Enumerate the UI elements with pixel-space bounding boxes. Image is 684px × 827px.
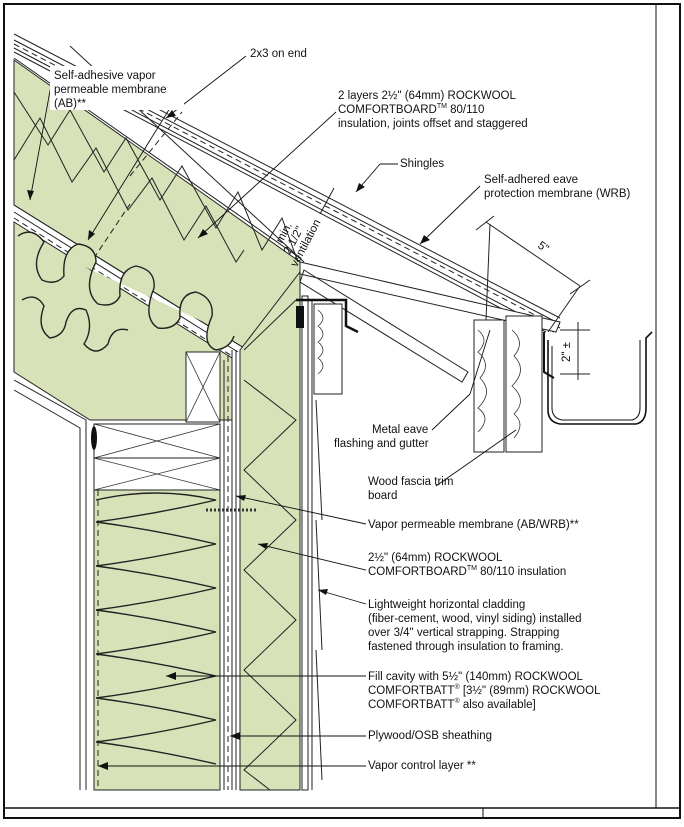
label-sheathing: Plywood/OSB sheathing	[368, 730, 492, 742]
leader-lines	[27, 55, 517, 770]
arrow-fill-cavity	[166, 672, 176, 680]
label-two-layers-2: COMFORTBOARDTM 80/110	[338, 103, 484, 116]
wall-insulation-corner	[243, 299, 297, 351]
arrow-cladding	[318, 589, 328, 595]
roof-vapor-control-line	[13, 217, 233, 357]
leader-fascia	[435, 429, 517, 487]
interior-drywall-inner	[13, 389, 81, 790]
eave-membrane-label-bg	[482, 172, 632, 200]
roof-insulation-pattern	[13, 91, 299, 263]
metal-eave-flashing	[299, 269, 469, 383]
label-comfortboard-wall-2: COMFORTBOARDTM 80/110 insulation	[368, 565, 566, 578]
fascia-board-1	[473, 319, 505, 453]
arrow-vapor-wrb	[236, 495, 246, 501]
cladding-lap-1	[315, 399, 323, 521]
gutter-hanger	[543, 332, 555, 379]
arrow-eave-membrane	[420, 235, 430, 244]
plate2-x2	[93, 457, 221, 491]
leader-vapor-wrb	[235, 495, 367, 525]
label-cladding-2: (fiber-cement, wood, vinyl siding) insta…	[368, 613, 581, 625]
dim-2-text: 2" ±	[561, 342, 573, 362]
label-cladding-1: Lightweight horizontal cladding	[368, 599, 525, 611]
label-shingles: Shingles	[400, 158, 444, 170]
dim-5-ext-a	[485, 223, 491, 321]
arrow-vapor-top-b	[88, 230, 95, 240]
label-metal-eave-2: flashing and gutter	[334, 438, 429, 450]
top-plate-x2	[185, 351, 221, 423]
eave-assembly	[296, 261, 653, 453]
label-vapor-control: Vapor control layer **	[368, 760, 476, 772]
cladding-lap-3	[315, 649, 323, 781]
fascia-board-2	[505, 315, 543, 453]
leader-vapor-top-a	[29, 79, 53, 201]
roof-batt-region	[13, 221, 233, 421]
eave-deck	[299, 261, 561, 333]
soffit-blocking	[313, 303, 343, 395]
vertical-strapping	[301, 295, 309, 791]
label-fascia-1: Wood fascia trim	[368, 476, 453, 488]
dim-5-ext-b	[547, 285, 581, 333]
interior-drywall	[13, 379, 87, 790]
callouts: Self-adhesive vapor permeable membrane (…	[50, 48, 632, 772]
label-eave-membrane-1: Self-adhered eave	[484, 174, 578, 186]
label-fill-cavity-3: COMFORTBATT® also available]	[368, 697, 536, 711]
label-vapor-wrb: Vapor permeable membrane (AB/WRB)**	[368, 519, 579, 531]
label-cladding-4: fastened through insulation to framing.	[368, 641, 564, 653]
cladding-lap-2	[315, 519, 323, 651]
label-comfortboard-wall-1: 2½" (64mm) ROCKWOOL	[368, 552, 503, 564]
label-metal-eave-1: Metal eave	[372, 424, 428, 436]
roof-insulation-pattern-2	[13, 116, 245, 263]
roof-strapping-dash	[129, 111, 183, 177]
arrow-sheathing	[230, 732, 240, 740]
wall-assembly	[13, 270, 323, 791]
label-2x3: 2x3 on end	[250, 48, 307, 60]
dim-5-text: 5"	[535, 240, 550, 256]
leader-vapor-top-b	[87, 91, 181, 241]
arrow-shingles	[356, 183, 365, 192]
soffit-grain	[317, 309, 324, 375]
leader-two-layers	[197, 111, 337, 239]
leader-metal-eave-2	[469, 329, 491, 395]
strapping-end	[296, 306, 304, 328]
label-eave-membrane-2: protection membrane (WRB)	[484, 188, 631, 200]
vapor-top-label-bg	[50, 66, 184, 110]
plate1-x2	[93, 423, 221, 459]
label-vapor-top-3: (AB)**	[54, 98, 86, 110]
wall-comfortboard-insulation	[239, 270, 301, 791]
label-two-layers-1: 2 layers 2½" (64mm) ROCKWOOL	[338, 90, 517, 102]
arrow-2x3	[166, 110, 176, 118]
fascia-grain-2	[511, 329, 521, 439]
arrow-two-layers	[198, 229, 208, 238]
drip-edge	[296, 298, 359, 334]
leader-comfortboard-wall	[257, 543, 367, 571]
gutter	[547, 331, 653, 425]
dim-5-line	[485, 221, 581, 287]
arrow-vapor-control	[98, 762, 108, 770]
label-fill-cavity-2: COMFORTBATT® [3½" (89mm) ROCKWOOL	[368, 683, 601, 697]
sheet-border	[3, 3, 681, 819]
roof-batt-loops	[17, 231, 235, 351]
fascia-grain-1	[477, 329, 487, 433]
leader-metal-eave	[431, 393, 471, 431]
roof-batt-loops-2	[21, 296, 129, 352]
arrow-comfortboard-wall	[258, 543, 268, 549]
label-vapor-top-2: permeable membrane	[54, 84, 167, 96]
label-fascia-2: board	[368, 490, 397, 502]
wall-batt-loops	[95, 492, 217, 765]
dim-5-tick-a	[475, 215, 495, 231]
dim-5-tick-b	[569, 279, 591, 295]
label-vapor-top-1: Self-adhesive vapor	[54, 70, 156, 82]
wall-insulation-pattern	[243, 379, 297, 791]
leader-eave-membrane	[419, 185, 481, 245]
label-two-layers-3: insulation, joints offset and staggered	[338, 118, 528, 130]
label-fill-cavity-1: Fill cavity with 5½" (140mm) ROCKWOOL	[368, 671, 584, 683]
drywall-fastener	[91, 426, 97, 450]
arrow-vapor-top-a	[27, 190, 34, 200]
vent-dim-line	[319, 187, 335, 215]
gutter-inner	[551, 340, 641, 421]
label-cladding-3: over 3/4" vertical strapping. Strapping	[368, 627, 559, 639]
